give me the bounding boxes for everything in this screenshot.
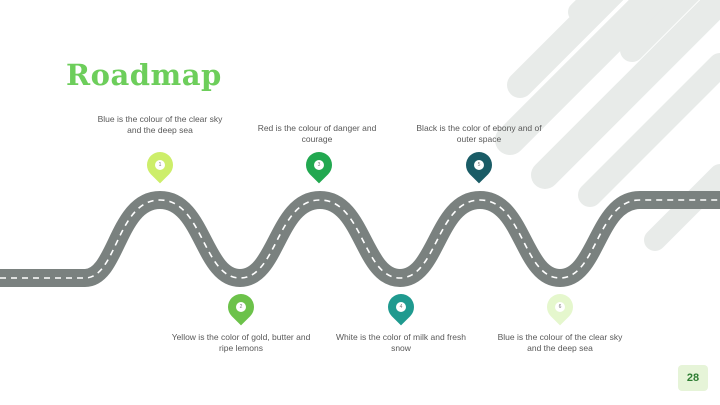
- milestone-1-caption: Blue is the colour of the clear sky and …: [90, 114, 230, 136]
- milestone-5-number: 5: [474, 160, 484, 170]
- milestone-6-caption: Blue is the colour of the clear sky and …: [490, 332, 630, 354]
- page-number-badge: 28: [678, 365, 708, 391]
- milestone-2-number: 2: [236, 302, 246, 312]
- page-title: Roadmap: [66, 58, 222, 92]
- milestone-2-caption: Yellow is the color of gold, butter and …: [171, 332, 311, 354]
- milestone-1-number: 1: [155, 160, 165, 170]
- milestone-3-number: 3: [314, 160, 324, 170]
- milestone-4-caption: White is the color of milk and fresh sno…: [331, 332, 471, 354]
- milestone-6-number: 6: [555, 302, 565, 312]
- milestone-5-caption: Black is the color of ebony and of outer…: [409, 123, 549, 145]
- milestone-3-caption: Red is the colour of danger and courage: [247, 123, 387, 145]
- milestone-4-number: 4: [396, 302, 406, 312]
